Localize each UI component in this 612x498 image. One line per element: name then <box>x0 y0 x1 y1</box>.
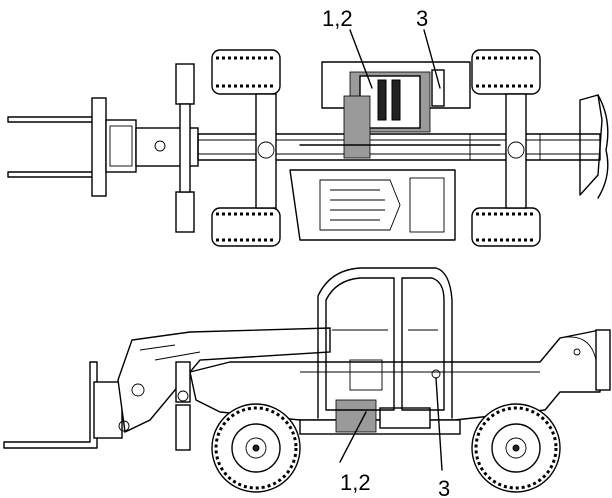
top-engine <box>299 61 501 159</box>
side-callout-leaders <box>339 377 443 471</box>
side-view: 1,2 3 <box>3 267 611 498</box>
side-front-wheel <box>211 403 301 493</box>
callout-side-1-2: 1,2 <box>340 470 371 495</box>
top-forks <box>7 97 137 197</box>
side-forks <box>3 361 123 449</box>
top-boom <box>135 63 199 233</box>
top-callout-leaders <box>349 29 441 89</box>
side-cab <box>317 267 453 419</box>
callout-top-1-2: 1,2 <box>322 6 353 31</box>
top-cab <box>289 169 456 241</box>
top-chassis <box>197 94 609 199</box>
side-boom <box>117 327 331 451</box>
top-wheels <box>211 49 541 247</box>
callout-side-3: 3 <box>438 476 450 498</box>
side-rear-wheel <box>471 403 561 493</box>
top-axles <box>255 93 527 209</box>
callout-top-3: 3 <box>416 6 428 31</box>
side-body <box>189 329 611 435</box>
top-view: 1,2 3 <box>7 6 609 247</box>
